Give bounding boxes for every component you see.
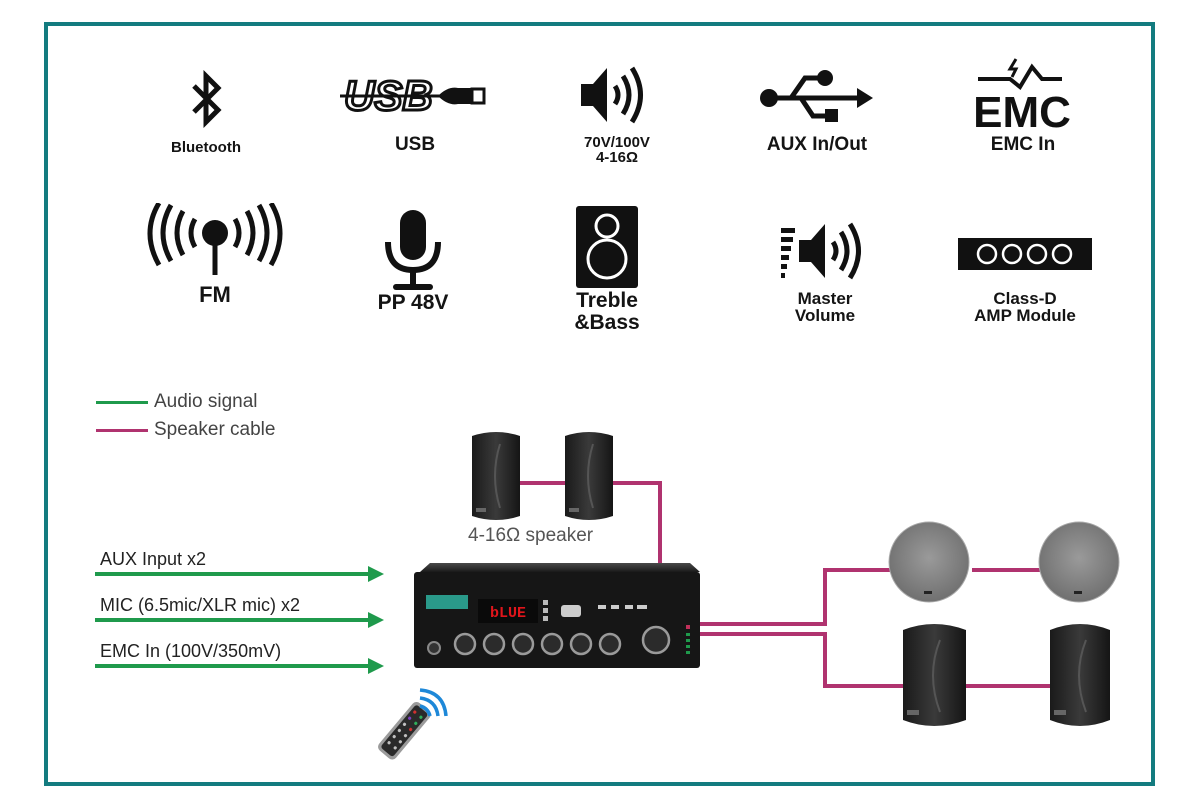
input-arrows bbox=[95, 566, 384, 674]
feature-phantom-power: PP 48V bbox=[333, 210, 493, 316]
microphone-icon bbox=[333, 210, 493, 290]
knob-4 bbox=[540, 632, 564, 656]
feature-class-d: Class-D AMP Module bbox=[945, 218, 1105, 324]
wall-speaker-2 bbox=[565, 432, 613, 520]
feature-master-volume: Master Volume bbox=[745, 210, 905, 324]
arrow-emc-head bbox=[368, 658, 384, 674]
knob-5 bbox=[569, 632, 593, 656]
loudspeaker-box-icon bbox=[527, 204, 687, 290]
knob-1 bbox=[453, 632, 477, 656]
ceiling-speaker-2 bbox=[1038, 521, 1120, 603]
bluetooth-icon bbox=[126, 60, 286, 140]
input-label-emc: EMC In (100V/350mV) bbox=[100, 641, 282, 661]
amp-module-icon bbox=[945, 218, 1105, 290]
legend-swatch-speaker bbox=[96, 428, 148, 432]
legend-item-audio: Audio signal bbox=[96, 388, 275, 416]
svg-text:EMC: EMC bbox=[973, 88, 1071, 133]
input-label-mic: MIC (6.5mic/XLR mic) x2 bbox=[100, 595, 301, 615]
diagram-frame bbox=[44, 22, 1155, 786]
usb-trident-icon bbox=[737, 55, 897, 135]
mic-jack bbox=[427, 641, 441, 655]
wall-speaker-1 bbox=[472, 432, 520, 520]
amp-brand-badge bbox=[426, 595, 468, 609]
feature-bluetooth: Bluetooth bbox=[126, 60, 286, 155]
feature-treble-bass: Treble &Bass bbox=[527, 204, 687, 334]
master-volume-knob bbox=[641, 625, 671, 655]
legend: Audio signal Speaker cable bbox=[96, 388, 275, 444]
fm-antenna-icon bbox=[135, 203, 295, 283]
legend-item-speaker: Speaker cable bbox=[96, 416, 275, 444]
wall-speaker-label: 4-16Ω speaker bbox=[468, 525, 594, 546]
amplifier: bLUE bbox=[414, 563, 700, 668]
legend-swatch-audio bbox=[96, 400, 148, 404]
amp-display bbox=[478, 599, 538, 623]
feature-fm: FM bbox=[135, 203, 295, 307]
ceiling-speaker-1 bbox=[888, 521, 970, 603]
speaker-cables bbox=[520, 481, 1050, 688]
knob-3 bbox=[511, 632, 535, 656]
feature-70v-100v: 70V/100V 4-16Ω bbox=[537, 55, 697, 165]
arrow-aux-head bbox=[368, 566, 384, 582]
arrow-mic-head bbox=[368, 612, 384, 628]
master-volume-icon bbox=[745, 210, 905, 290]
emc-icon: EMC bbox=[943, 55, 1103, 135]
feature-usb: USB USB bbox=[335, 55, 495, 154]
wall-speaker-3 bbox=[903, 624, 966, 726]
feature-aux: AUX In/Out bbox=[737, 55, 897, 154]
remote-control bbox=[378, 688, 448, 760]
feature-emc: EMC EMC In bbox=[943, 55, 1103, 154]
remote-signal-icon bbox=[419, 688, 448, 717]
knob-2 bbox=[482, 632, 506, 656]
input-label-aux: AUX Input x2 bbox=[100, 549, 207, 569]
wall-speaker-4 bbox=[1050, 624, 1110, 726]
amp-display-text: bLUE bbox=[490, 605, 526, 622]
usb-icon: USB bbox=[335, 55, 495, 135]
speaker-volume-icon bbox=[537, 55, 697, 135]
knob-6 bbox=[598, 632, 622, 656]
usb-port bbox=[561, 605, 581, 617]
